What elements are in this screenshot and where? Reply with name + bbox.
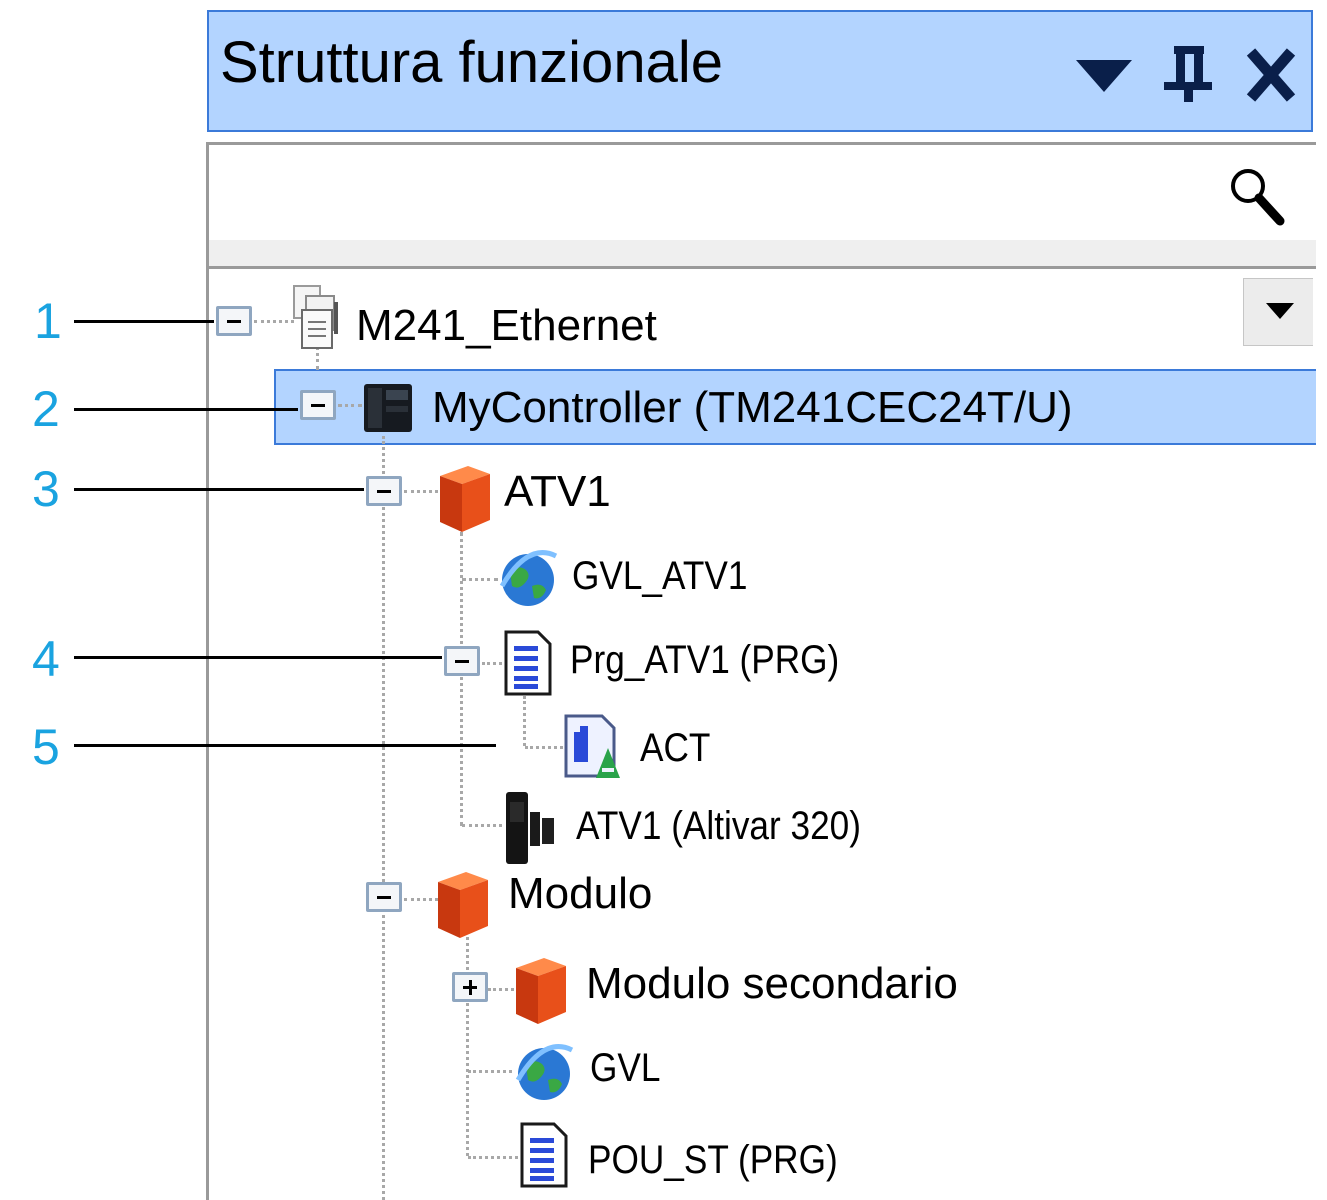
document-icon	[520, 1122, 568, 1188]
tree-node-prg-atv1[interactable]: Prg_ATV1 (PRG)	[570, 638, 840, 682]
pin-icon[interactable]	[1160, 44, 1216, 104]
callout-leader-line	[74, 408, 298, 411]
tree-top-border	[209, 266, 1316, 269]
panel-titlebar	[207, 10, 1313, 132]
tree-connector	[338, 404, 362, 407]
tree-connector	[462, 824, 502, 827]
tree-connector	[482, 662, 502, 665]
panel-border-top	[206, 142, 1316, 145]
collapse-toggle-controller[interactable]	[300, 390, 336, 420]
callout-leader-line	[74, 320, 214, 323]
callout-number: 3	[32, 461, 60, 517]
callout-leader-line	[74, 744, 496, 747]
controller-icon	[364, 384, 412, 432]
tree-node-gvl[interactable]: GVL	[590, 1046, 661, 1090]
tree-connector	[316, 346, 319, 370]
tree-connector	[462, 578, 498, 581]
folder-cube-icon	[440, 466, 490, 532]
collapse-toggle-modulo[interactable]	[366, 882, 402, 912]
tree-connector	[254, 320, 294, 323]
search-field[interactable]	[212, 150, 1312, 240]
expand-toggle-modulo-secondario[interactable]	[452, 972, 488, 1002]
tree-node-modulo[interactable]: Modulo	[508, 869, 653, 918]
tree-connector	[404, 898, 438, 901]
chevron-down-icon	[1266, 303, 1294, 319]
close-icon[interactable]	[1244, 46, 1298, 104]
callout-number: 5	[32, 719, 60, 775]
document-icon	[504, 630, 552, 696]
callout-number: 1	[34, 293, 62, 349]
callout-number: 4	[32, 631, 60, 687]
drive-icon	[506, 792, 554, 864]
tree-connector	[525, 746, 563, 749]
chevron-down-icon[interactable]	[1072, 56, 1136, 96]
tree-connector	[466, 930, 469, 1156]
selected-row-highlight	[274, 369, 1316, 445]
project-icon	[293, 285, 338, 349]
callout-number: 2	[32, 381, 60, 437]
tree-connector	[460, 532, 463, 826]
folder-cube-icon	[516, 958, 566, 1024]
options-dropdown-button[interactable]	[1243, 278, 1313, 346]
tree-node-atv1[interactable]: ATV1	[504, 467, 611, 516]
collapse-toggle-root[interactable]	[216, 306, 252, 336]
globe-icon	[499, 550, 558, 606]
tree-connector	[488, 988, 514, 991]
folder-cube-icon	[438, 872, 488, 938]
tree-connector	[404, 490, 438, 493]
panel-border-left	[206, 142, 209, 1200]
tree-connector	[468, 1070, 512, 1073]
tree-node-atv1-device[interactable]: ATV1 (Altivar 320)	[576, 804, 861, 848]
tree-connector	[468, 1156, 518, 1159]
search-area-divider	[209, 240, 1316, 266]
search-input[interactable]	[212, 150, 1216, 240]
globe-icon	[515, 1044, 574, 1100]
tree-connector	[523, 696, 526, 746]
panel-title: Struttura funzionale	[220, 30, 723, 95]
tree-node-controller[interactable]: MyController (TM241CEC24T/U)	[432, 383, 1073, 432]
tree-connector	[382, 436, 385, 1200]
action-icon	[564, 714, 620, 778]
tree-node-act[interactable]: ACT	[640, 726, 711, 770]
callout-leader-line	[74, 488, 364, 491]
collapse-toggle-atv1[interactable]	[366, 476, 402, 506]
tree-node-modulo-secondario[interactable]: Modulo secondario	[586, 959, 958, 1008]
tree-node-root[interactable]: M241_Ethernet	[356, 301, 657, 350]
callout-leader-line	[74, 656, 442, 659]
search-icon[interactable]	[1228, 166, 1286, 228]
collapse-toggle-prg-atv1[interactable]	[444, 646, 480, 676]
tree-node-gvl-atv1[interactable]: GVL_ATV1	[572, 554, 748, 598]
tree-node-pou-st[interactable]: POU_ST (PRG)	[588, 1138, 838, 1182]
